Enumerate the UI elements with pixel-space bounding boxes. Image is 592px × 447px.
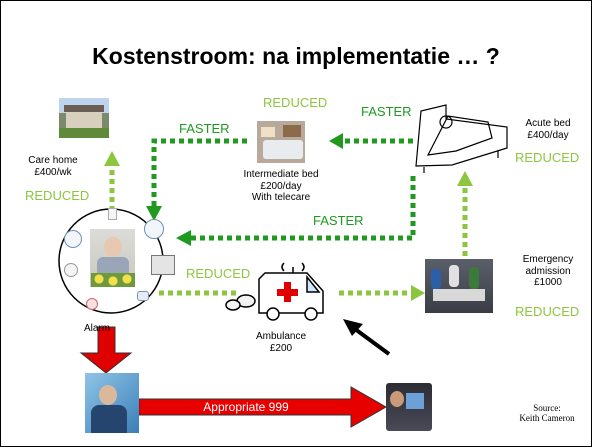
intermediate-bed-cost: £200/day	[260, 180, 302, 192]
faster-label-top-left: FASTER	[179, 121, 230, 136]
call-operator-photo	[85, 373, 139, 433]
clock-device-right	[144, 219, 164, 239]
arrowhead-acute-up	[457, 171, 473, 186]
arrowhead-left-intermediate	[329, 133, 343, 149]
care-home-name: Care home	[28, 155, 78, 166]
arrow-intermediate-to-home	[151, 138, 247, 206]
sensor-device	[108, 208, 117, 220]
acute-bed-name: Acute bed	[525, 118, 571, 129]
black-arrowhead	[343, 319, 363, 336]
faster-label-middle: FASTER	[313, 213, 364, 228]
base-unit-device	[151, 255, 175, 275]
acute-bed-cost: £400/day	[527, 129, 569, 141]
pendant-device	[64, 263, 78, 277]
alarm-label: Alarm	[84, 323, 111, 334]
wristband-device	[137, 291, 149, 301]
ambulance-cost: £200	[269, 342, 293, 354]
black-arrow	[353, 327, 391, 356]
appropriate-999-label: Appropriate 999	[203, 400, 289, 414]
intermediate-bed-name: Intermediate bed	[243, 169, 319, 180]
intermediate-status: REDUCED	[263, 95, 328, 110]
faster-label-top-right: FASTER	[361, 104, 412, 119]
intermediate-bed-note: With telecare	[251, 192, 311, 203]
ambulance-label: Ambulance £200	[241, 331, 321, 354]
elderly-woman-photo	[90, 229, 135, 287]
emergency-room-photo	[425, 259, 493, 313]
arrowhead-emergency-admission	[411, 285, 425, 301]
intermediate-bed-label: Intermediate bed £200/day With telecare	[221, 169, 341, 204]
emergency-name-line2: admission	[525, 265, 571, 277]
acute-status: REDUCED	[515, 150, 580, 165]
source-name: Keith Cameron	[519, 413, 575, 424]
emergency-status: REDUCED	[515, 304, 580, 319]
emergency-cost: £1000	[534, 277, 562, 288]
source-label: Source: Keith Cameron	[507, 403, 587, 424]
emergency-name: Emergency	[522, 254, 574, 265]
arrow-acute-to-alarm	[191, 176, 416, 241]
acute-bed-sketch	[415, 104, 508, 173]
intermediate-bed-photo	[257, 121, 305, 163]
source-title: Source:	[533, 403, 561, 413]
dispatcher-photo	[386, 383, 432, 431]
arrowhead-down-home	[146, 206, 162, 221]
ambulance-illustration	[225, 262, 324, 321]
slide-title: Kostenstroom: na implementatie … ?	[92, 43, 500, 69]
care-home-photo	[59, 98, 109, 138]
clock-device-left	[64, 230, 82, 248]
red-arrow-down	[79, 326, 133, 374]
care-home-label: Care home £400/wk	[23, 155, 83, 178]
arrowhead-home-up	[104, 151, 120, 166]
button-device	[86, 298, 98, 310]
red-arrow-right	[138, 386, 388, 428]
ambulance-name: Ambulance	[255, 331, 307, 342]
care-home-status: REDUCED	[25, 188, 90, 203]
acute-bed-label: Acute bed £400/day	[513, 118, 583, 141]
care-home-cost: £400/wk	[34, 166, 72, 178]
arrowhead-left-alarm	[176, 230, 191, 246]
emergency-label: Emergency admission £1000	[513, 254, 583, 289]
ambulance-status: REDUCED	[186, 266, 251, 281]
